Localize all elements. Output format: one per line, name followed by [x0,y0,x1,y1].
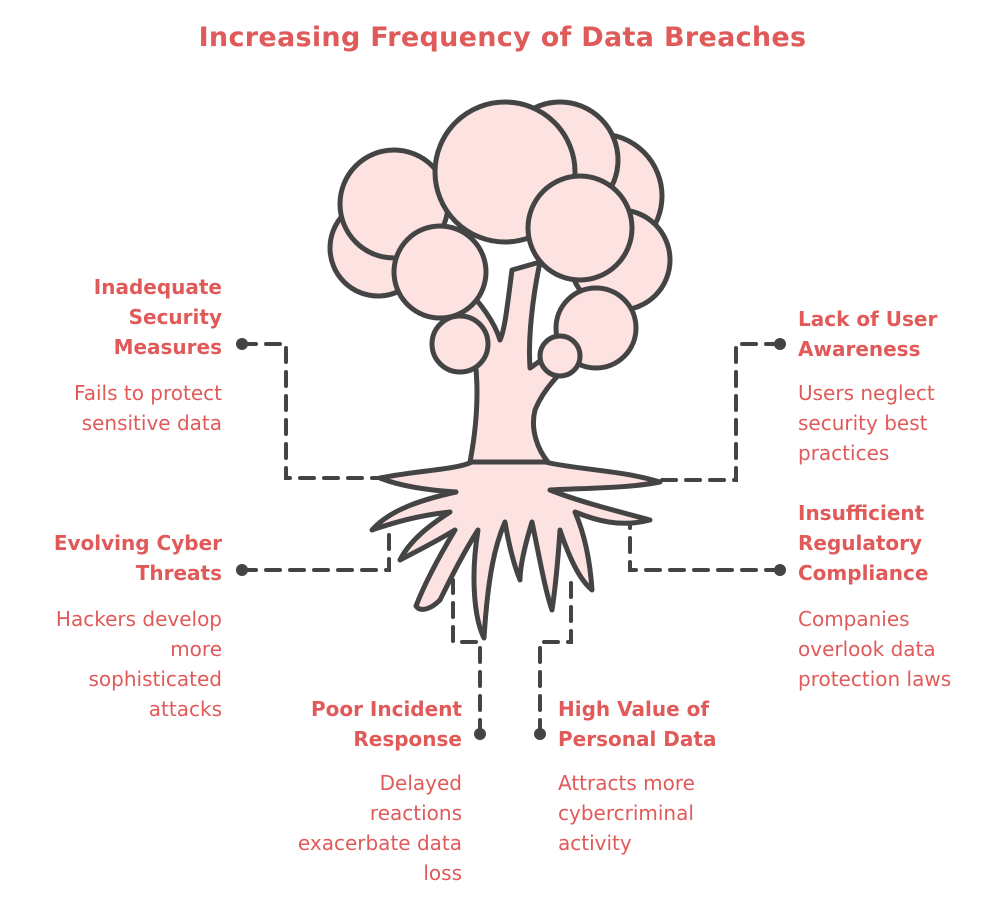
factor-inadequate-label: Inadequate Security Measures [93,275,222,359]
factor-insufficient-label: Insufficient Regulatory Compliance [798,501,929,585]
factor-poor-label: Poor Incident Response [310,697,462,751]
tree-roots [369,459,663,641]
connector-lines [240,342,782,736]
diagram-title: Increasing Frequency of Data Breaches [198,22,807,53]
dot-high [534,728,546,740]
factor-poor-desc: Delayed reactions exacerbate data loss [297,771,462,885]
connector-poor [451,578,482,736]
connector-lack [658,342,782,482]
connector-dots [236,338,786,740]
dot-insufficient [774,564,786,576]
factor-high-desc: Attracts more cybercriminal activity [558,771,695,855]
connector-insufficient [628,520,782,572]
connector-inadequate [240,342,382,480]
factor-evolving-label: Evolving Cyber Threats [53,531,222,585]
dot-poor [474,728,486,740]
dot-evolving [236,564,248,576]
dot-inadequate [236,338,248,350]
tree-canopy [327,99,673,379]
dot-lack [774,338,786,350]
factor-evolving-desc: Hackers develop more sophisticated attac… [55,607,222,721]
factor-lack-desc: Users neglect security best practices [798,381,935,465]
connector-evolving [240,520,391,572]
factor-insufficient-desc: Companies overlook data protection laws [798,607,952,691]
factor-inadequate-desc: Fails to protect sensitive data [74,381,222,435]
connector-high [538,578,573,736]
factor-high-label: High Value of Personal Data [558,697,717,751]
factor-lack-label: Lack of User Awareness [798,307,938,361]
